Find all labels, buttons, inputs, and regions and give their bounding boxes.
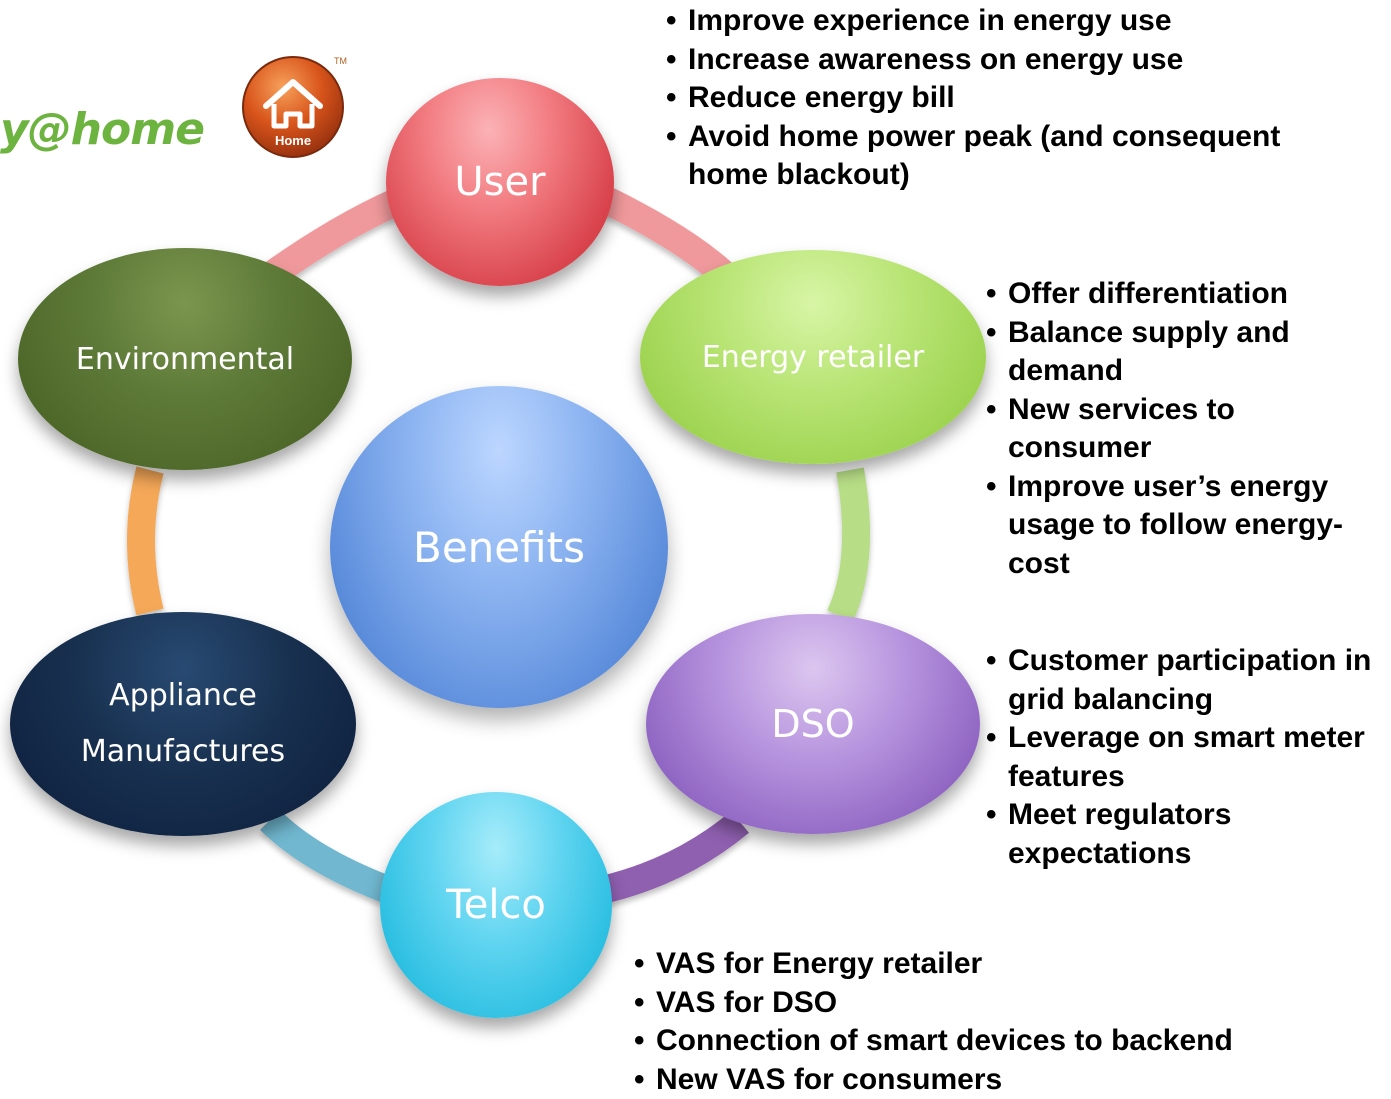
node-energy-retailer: Energy retailer: [640, 250, 986, 464]
node-appliance-label-line-1: Appliance: [81, 668, 285, 724]
telco-benefits-list: VAS for Energy retailer VAS for DSO Conn…: [634, 945, 1374, 1099]
node-user: User: [386, 78, 614, 286]
node-user-label: User: [454, 159, 545, 205]
list-item: New services to consumer: [986, 391, 1381, 468]
home-logo-label: Home: [275, 133, 311, 148]
ring-segment-retailer-dso: [840, 470, 856, 616]
node-telco: Telco: [380, 792, 612, 1018]
list-item: Improve user’s energy usage to follow en…: [986, 468, 1381, 584]
list-item: New VAS for consumers: [634, 1061, 1374, 1099]
list-item: Increase awareness on energy use: [666, 41, 1366, 80]
list-item: Connection of smart devices to backend: [634, 1022, 1374, 1061]
list-item: VAS for DSO: [634, 984, 1374, 1023]
list-item: Avoid home power peak (and consequent ho…: [666, 118, 1366, 195]
list-item: Improve experience in energy use: [666, 2, 1366, 41]
dso-benefits-list: Customer participation in grid balancing…: [986, 642, 1391, 873]
center-benefits-label: Benefits: [413, 523, 585, 572]
user-benefits-list: Improve experience in energy use Increas…: [666, 2, 1366, 195]
node-dso: DSO: [646, 614, 980, 834]
node-appliance-manufactures: Appliance Manufactures: [10, 612, 356, 836]
home-logo-icon: Home: [240, 54, 346, 160]
node-appliance-label-line-2: Manufactures: [81, 724, 285, 780]
trademark-mark: TM: [334, 56, 347, 66]
ring-segment-dso-telco: [602, 822, 740, 890]
node-energy-retailer-label: Energy retailer: [702, 340, 924, 375]
list-item: Offer differentiation: [986, 275, 1381, 314]
node-environmental: Environmental: [18, 248, 352, 470]
list-item: Reduce energy bill: [666, 79, 1366, 118]
list-item: Customer participation in grid balancing: [986, 642, 1391, 719]
node-telco-label: Telco: [446, 882, 546, 928]
ring-segment-telco-appliance: [270, 820, 388, 890]
energy-retailer-benefits-list: Offer differentiation Balance supply and…: [986, 275, 1381, 583]
node-dso-label: DSO: [771, 702, 854, 746]
list-item: Meet regulators expectations: [986, 796, 1391, 873]
logo-text: y@home: [0, 104, 204, 155]
list-item: Leverage on smart meter features: [986, 719, 1391, 796]
center-benefits: Benefits: [330, 386, 668, 708]
list-item: Balance supply and demand: [986, 314, 1381, 391]
ring-segment-appliance-environmental: [141, 470, 150, 612]
node-environmental-label: Environmental: [76, 342, 294, 377]
list-item: VAS for Energy retailer: [634, 945, 1374, 984]
